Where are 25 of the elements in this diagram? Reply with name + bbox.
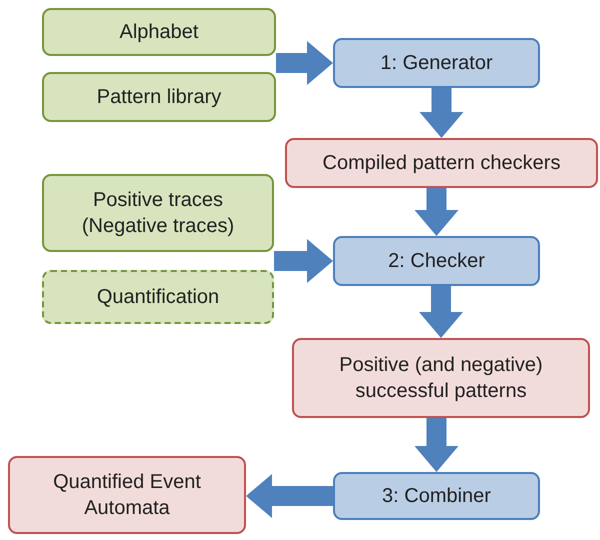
node-label: Compiled pattern checkers [322, 151, 560, 176]
node-label: Positive traces (Negative traces) [80, 188, 236, 239]
output-box [285, 138, 598, 188]
process-box [333, 236, 540, 286]
block-arrow [414, 418, 458, 472]
block-arrow [246, 474, 333, 518]
block-arrow [419, 286, 463, 338]
input-box [42, 72, 276, 122]
node-label: Pattern library [96, 85, 222, 110]
output-box [8, 456, 246, 534]
process-box [333, 472, 540, 520]
block-arrow [420, 88, 464, 138]
node-label: 3: Combiner [382, 484, 491, 509]
node-label: 1: Generator [380, 51, 493, 76]
process-box [333, 38, 540, 88]
input-box [42, 174, 274, 252]
node-label: Quantification [96, 285, 220, 310]
node-label: 2: Checker [388, 249, 485, 274]
output-box [292, 338, 590, 418]
node-label: Positive (and negative) successful patterns [338, 353, 544, 404]
node-label: Alphabet [120, 20, 198, 45]
block-arrow [414, 188, 458, 236]
node-label: Quantified Event Automata [52, 470, 202, 521]
input-box [42, 270, 274, 324]
input-box [42, 8, 276, 56]
